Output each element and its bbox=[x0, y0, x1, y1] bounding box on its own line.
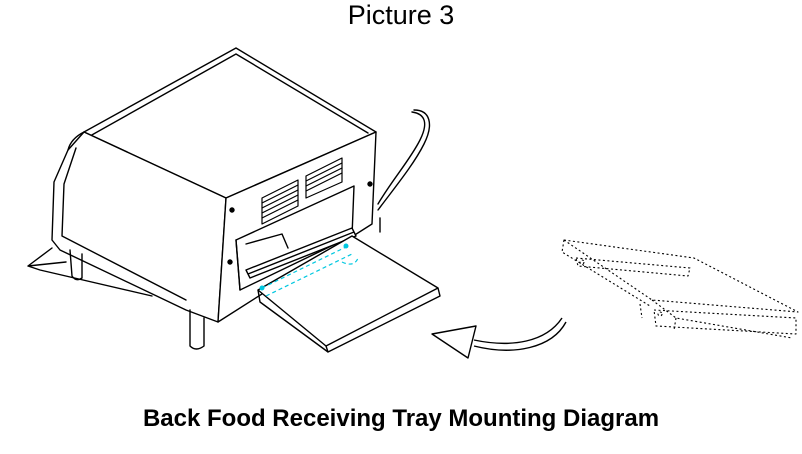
detached-tray-plate bbox=[563, 239, 799, 313]
mounting-guide bbox=[261, 245, 359, 297]
arrow-head bbox=[431, 325, 477, 359]
power-cord bbox=[377, 109, 431, 211]
oven-inner-chute bbox=[245, 233, 289, 249]
detached-screw bbox=[657, 311, 663, 317]
detached-tray-rail-top bbox=[575, 257, 691, 277]
oven-legs bbox=[69, 217, 381, 350]
screw bbox=[227, 259, 233, 265]
oven-base-plate bbox=[27, 247, 153, 297]
arrow-icon bbox=[431, 317, 567, 359]
detached-screw bbox=[579, 259, 585, 265]
oven-top-rim bbox=[89, 53, 369, 137]
arrow-shaft bbox=[473, 317, 567, 351]
mounting-point bbox=[343, 243, 349, 249]
diagram-caption: Back Food Receiving Tray Mounting Diagra… bbox=[142, 405, 660, 432]
oven-left-curve bbox=[67, 131, 85, 151]
screw bbox=[229, 207, 235, 213]
oven-left-side-inner bbox=[61, 147, 187, 301]
diagram-header: Picture 3 bbox=[347, 0, 455, 30]
mounting-point bbox=[259, 285, 265, 291]
tray-installed bbox=[245, 227, 441, 353]
oven-vent-left bbox=[261, 179, 299, 225]
detached-tray-rail-bottom bbox=[653, 309, 797, 335]
tray-detached bbox=[561, 239, 799, 339]
screw bbox=[367, 181, 373, 187]
oven-vent-right bbox=[305, 157, 343, 199]
